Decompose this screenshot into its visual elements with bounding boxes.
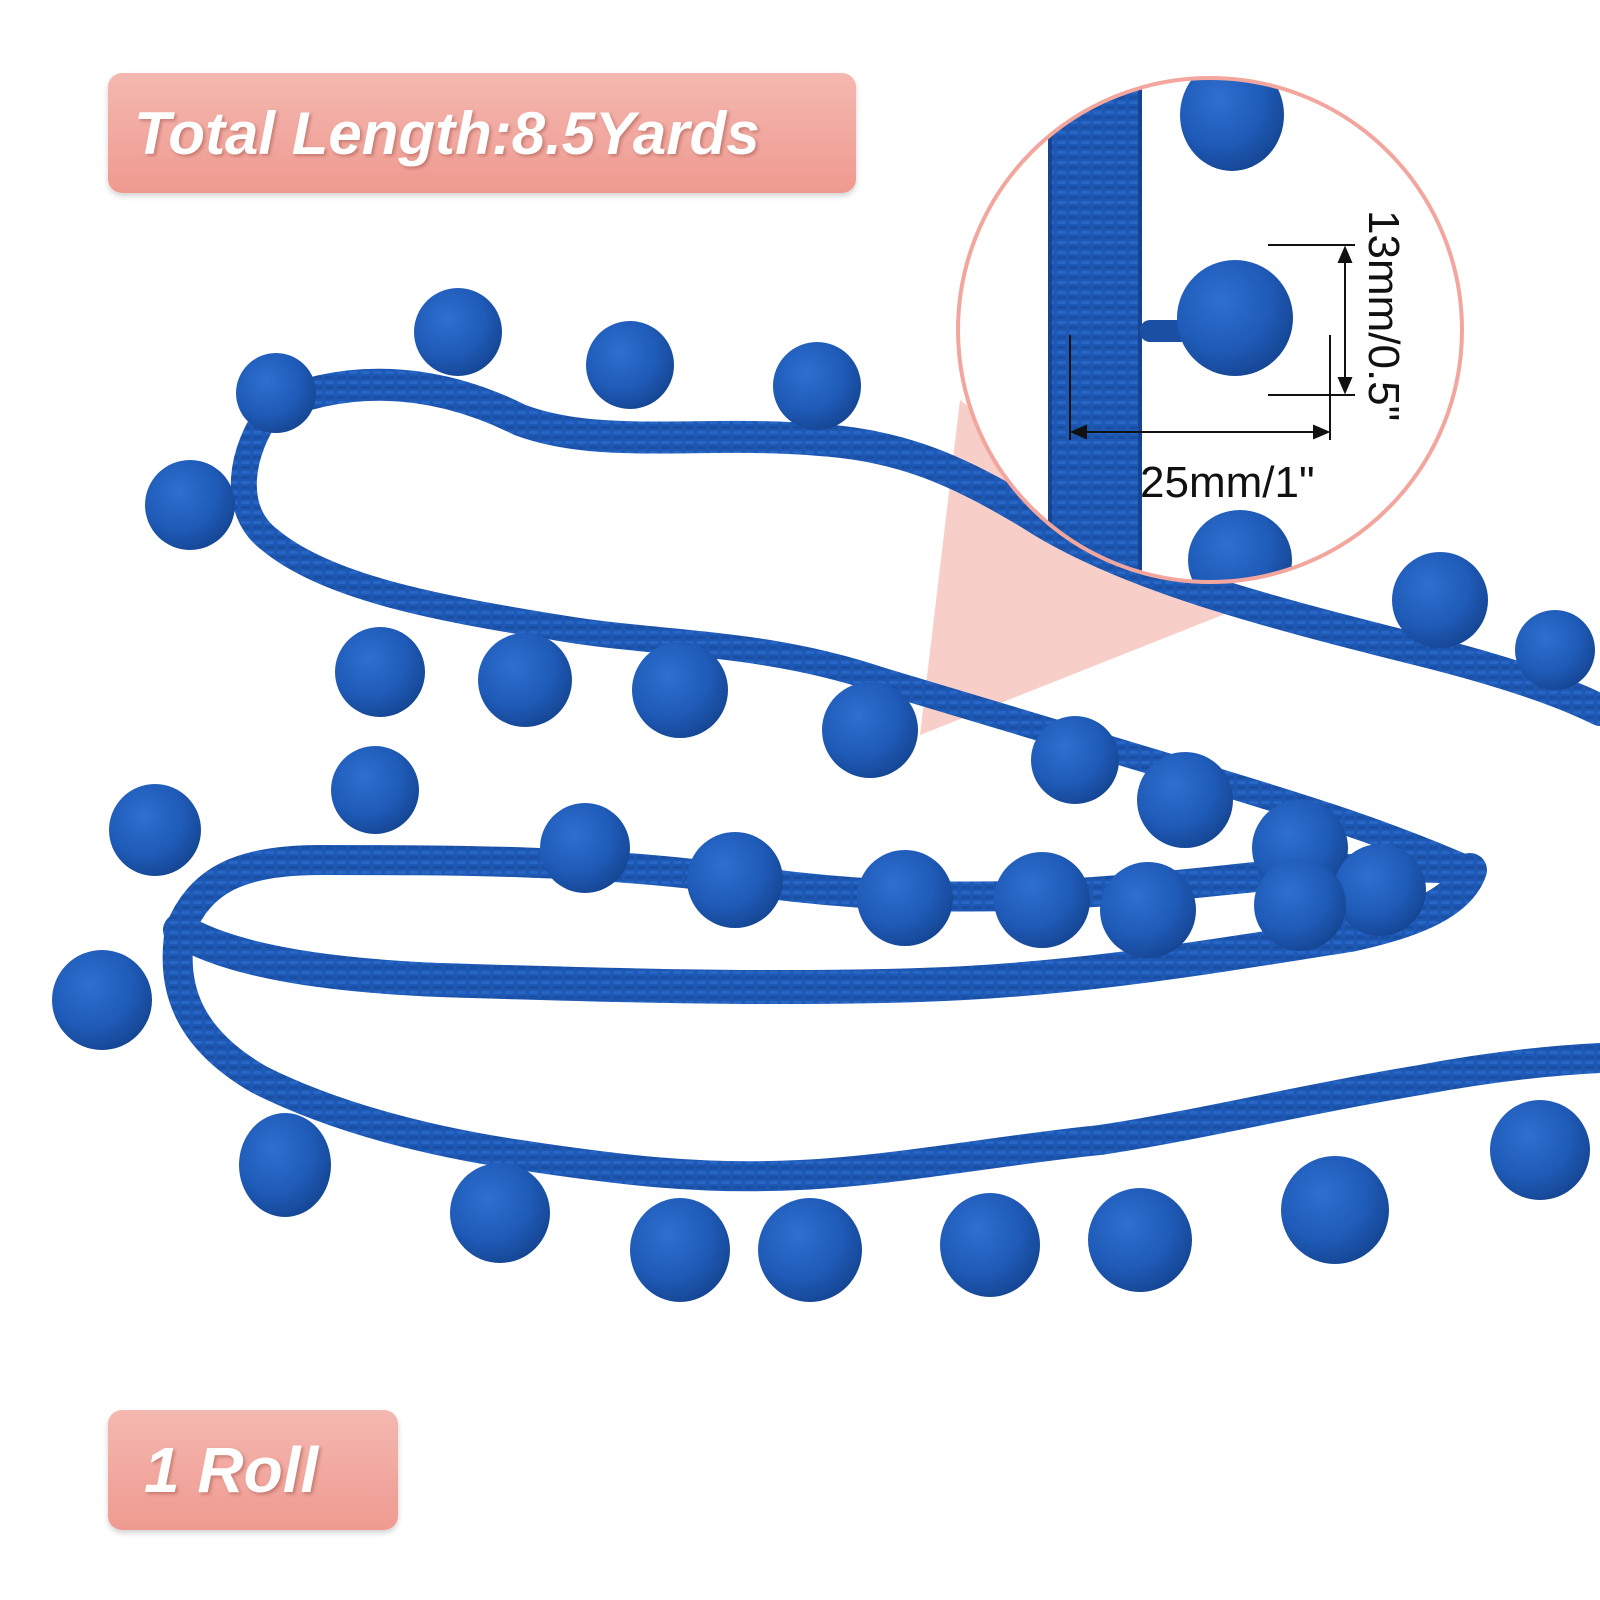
quantity-text: 1 Roll: [144, 1434, 319, 1506]
total-length-text: Total Length:8.5Yards: [134, 99, 760, 167]
total-length-badge: Total Length:8.5Yards: [108, 73, 856, 193]
width-dimension-label: 25mm/1": [1140, 458, 1315, 507]
quantity-badge: 1 Roll: [108, 1410, 398, 1530]
height-dimension-label: 13mm/0.5": [1359, 210, 1408, 422]
pompoms: [52, 288, 1595, 1302]
zoom-inset: [956, 76, 1464, 584]
